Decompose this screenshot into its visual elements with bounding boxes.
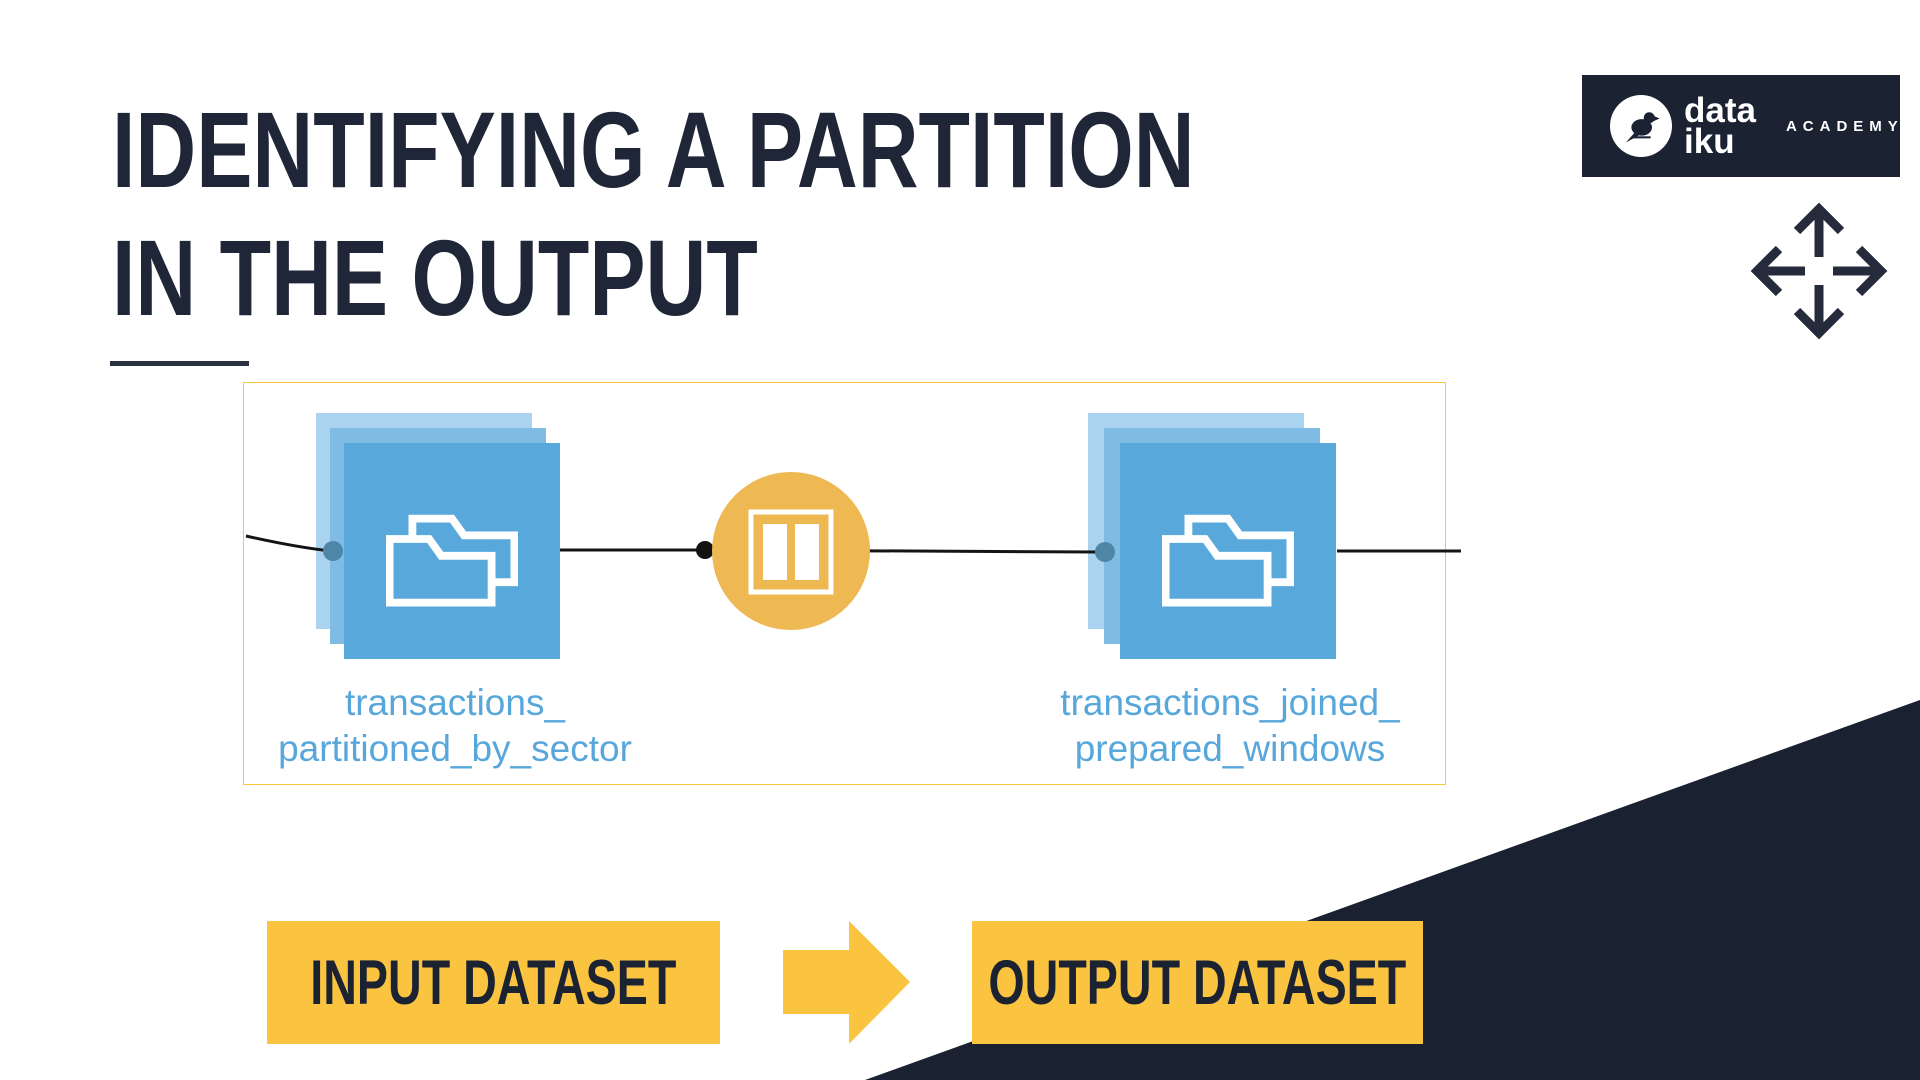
bird-icon bbox=[1625, 112, 1660, 143]
folder-icon bbox=[386, 514, 518, 607]
move-arrows-icon bbox=[1750, 202, 1888, 340]
page-title-line2: IN THE OUTPUT bbox=[112, 217, 758, 338]
input-dataset-label[interactable]: transactions_ partitioned_by_sector bbox=[225, 680, 685, 772]
logo-circle bbox=[1610, 95, 1672, 157]
flow-panel bbox=[243, 382, 1446, 785]
logo-tagline: ACADEMY bbox=[1785, 117, 1904, 135]
output-dataset-label[interactable]: transactions_joined_ prepared_windows bbox=[1000, 680, 1460, 772]
input-dataset-node[interactable] bbox=[344, 443, 560, 659]
input-dataset-legend: INPUT DATASET bbox=[267, 921, 720, 1044]
output-dataset-legend: OUTPUT DATASET bbox=[972, 921, 1423, 1044]
dataiku-academy-logo: data iku ACADEMY bbox=[1582, 75, 1900, 177]
input-dataset-label-line2: partitioned_by_sector bbox=[278, 728, 632, 769]
output-dataset-legend-label: OUTPUT DATASET bbox=[988, 947, 1407, 1018]
legend-arrow-icon bbox=[783, 921, 910, 1044]
page-title: IDENTIFYING A PARTITION IN THE OUTPUT bbox=[112, 86, 1195, 342]
logo-brand: data iku bbox=[1684, 91, 1756, 161]
output-dataset-node[interactable] bbox=[1120, 443, 1336, 659]
input-dataset-legend-label: INPUT DATASET bbox=[310, 947, 677, 1018]
folder-icon bbox=[1162, 514, 1294, 607]
output-dataset-label-line1: transactions_joined_ bbox=[1060, 682, 1400, 723]
page-title-line1: IDENTIFYING A PARTITION bbox=[112, 89, 1195, 210]
input-dataset-label-line1: transactions_ bbox=[344, 682, 566, 723]
logo-brand-bottom: iku bbox=[1684, 122, 1735, 161]
output-dataset-label-line2: prepared_windows bbox=[1074, 728, 1386, 769]
logo-brand-top: data bbox=[1684, 91, 1756, 130]
title-underline bbox=[110, 361, 249, 366]
